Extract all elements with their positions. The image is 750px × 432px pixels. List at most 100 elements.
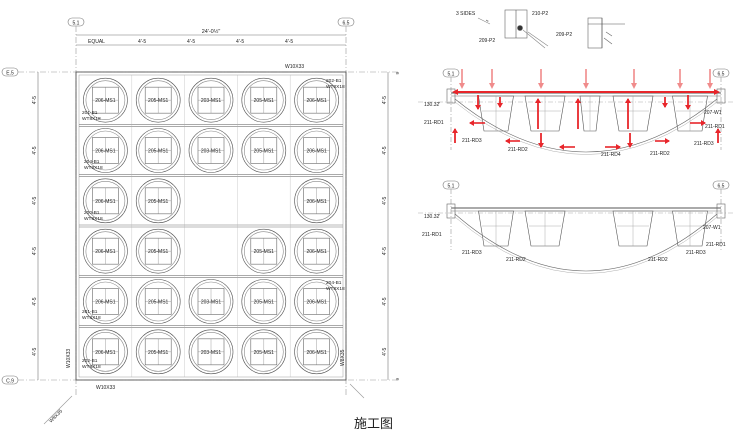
section-member-label: 211-RD2	[650, 151, 670, 157]
grid-label-left-bottom: C.9	[6, 379, 14, 385]
detail-plate-label-2: 209-P2	[479, 38, 495, 44]
section-member-label: 211-RD3	[462, 138, 482, 144]
tank-ring	[83, 77, 128, 123]
tank-ring-inner	[296, 80, 337, 120]
tank-ring-inner	[296, 332, 337, 372]
beam-label-right: W8X35	[340, 349, 346, 366]
detail-sides-label: 3 SIDES	[456, 11, 476, 17]
row-dimension: 4'-5	[382, 146, 388, 154]
tank-ring	[83, 178, 128, 224]
detail-plate-label-1: 210-P2	[532, 11, 548, 17]
row-dimension: 4'-5	[382, 247, 388, 255]
tank-label: 205-MS1	[148, 199, 169, 205]
section-member-label: 211-RD3	[686, 250, 706, 256]
tank-ring	[241, 329, 287, 375]
tank-cell: 205-MS1	[241, 228, 287, 274]
tank-ring	[294, 178, 339, 224]
tank-ring	[241, 77, 287, 123]
tank-ring-inner	[191, 130, 231, 171]
section-member-label: 211-RD2	[508, 147, 528, 153]
tank-ring	[294, 128, 339, 173]
tank-cell: 205-MS1	[135, 228, 181, 274]
tank-section	[612, 95, 654, 132]
tank-label: 206-MS1	[95, 249, 116, 255]
connection-detail: 3 SIDES 210-P2 209-P2 209-P2 ǁ	[456, 9, 625, 49]
tank-ring-inner	[85, 332, 126, 372]
tank-ring-inner	[138, 181, 178, 221]
section-member-label: 211-RD3	[694, 141, 714, 147]
plan-view: 5.1 6.5 E.5 C.9 6 6 24'-0½" EQUAL 4'-5 4…	[1, 17, 400, 424]
tank-label: 206-MS1	[306, 149, 327, 155]
tank-cell: 206-MS1	[294, 77, 339, 123]
tank-cell: 206-MS1	[83, 178, 128, 224]
plan-frame	[75, 71, 347, 381]
section-member-label: 207-W1	[704, 110, 722, 116]
tank-ring	[188, 329, 234, 375]
row-dimension: 4'-5	[32, 348, 38, 356]
section-member-label: 211-RD2	[648, 257, 668, 263]
tank-label: 205-MS1	[148, 149, 169, 155]
tank-cell: 203-MS1	[188, 329, 234, 375]
row-dimension: 4'-5	[382, 96, 388, 104]
beam-label-bottom: W10X33	[96, 385, 115, 391]
tank-label: 205-MS1	[254, 98, 275, 104]
tank-ring-inner	[85, 80, 126, 120]
row-dimension: 4'-5	[382, 348, 388, 356]
detail-plate-label-3: 209-P2	[556, 32, 572, 38]
tank-ring	[294, 77, 339, 123]
tank-cell: 205-MS1	[135, 279, 181, 324]
tank-section	[672, 95, 708, 132]
tank-ring-inner	[85, 281, 126, 322]
tank-ring-inner	[138, 130, 178, 171]
beam-label-top: W10X33	[285, 64, 304, 70]
tank-ring	[294, 279, 339, 324]
tank-ring-inner	[243, 332, 284, 372]
tank-cell: 206-MS1	[83, 128, 128, 173]
tank-section	[478, 95, 514, 132]
tank-ring	[135, 329, 181, 375]
row-dimension: 4'-5	[32, 146, 38, 154]
tank-label: 206-MS1	[95, 98, 116, 104]
tank-cell: 206-MS1	[294, 128, 339, 173]
section-a-grid-right: 6.5	[718, 72, 725, 78]
tank-cell: 203-MS1	[188, 279, 234, 324]
tank-ring	[241, 279, 287, 324]
svg-text:WT8X18: WT8X18	[326, 84, 345, 90]
bay-dimension: 4'-5	[236, 39, 244, 45]
tank-ring	[241, 128, 287, 173]
tank-ring-inner	[191, 281, 231, 322]
svg-text:202-B1: 202-B1	[82, 358, 98, 364]
tank-cell: 206-MS1	[294, 178, 339, 224]
tank-label: 205-MS1	[148, 98, 169, 104]
tank-cell: 203-MS1	[188, 77, 234, 123]
beam-label-left: W10X33	[66, 349, 72, 368]
tank-ring-inner	[296, 181, 337, 221]
tank-label: 206-MS1	[95, 300, 116, 306]
tank-cell: 206-MS1	[83, 228, 128, 274]
svg-text:WT8X18: WT8X18	[326, 286, 345, 292]
section-member-label: 211-RD1	[706, 242, 726, 248]
tank-label: 206-MS1	[306, 350, 327, 356]
tank-ring-inner	[243, 130, 284, 171]
tank-ring	[135, 228, 181, 274]
tank-section	[579, 95, 601, 132]
tank-ring	[188, 77, 234, 123]
bay-dimension: 4'-5	[138, 39, 146, 45]
tank-cell: 206-MS1	[294, 279, 339, 324]
section-member-label: 211-RD1	[424, 120, 444, 126]
drawing-caption: 施工图	[354, 417, 393, 432]
tank-label: 206-MS1	[306, 98, 327, 104]
tank-cell: 205-MS1	[135, 329, 181, 375]
tank-ring-inner	[85, 181, 126, 221]
beam-label-diagonal: W8X35	[48, 408, 64, 424]
tank-cell: 205-MS1	[135, 178, 181, 224]
equal-label: EQUAL	[88, 39, 105, 45]
section-member-label: 211-RD2	[506, 257, 526, 263]
tank-ring-inner	[243, 80, 284, 120]
end-post	[446, 203, 456, 219]
svg-text:WT8X18: WT8X18	[82, 315, 101, 321]
